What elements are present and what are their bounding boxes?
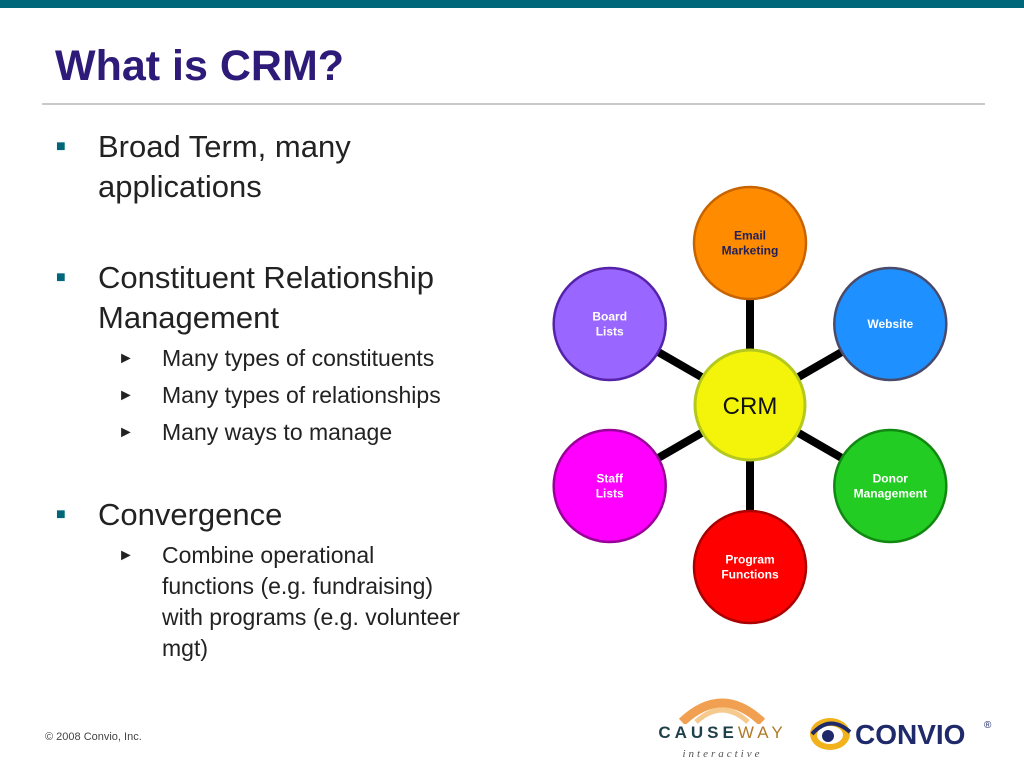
node-circle (552, 266, 667, 382)
crm-center-node: CRM (693, 348, 807, 462)
bullet-text-line: applications (98, 169, 262, 204)
slide-title: What is CRM? (55, 42, 345, 90)
sub-bullet-item: ► Many types of constituents (118, 343, 435, 374)
node-circle (552, 428, 667, 544)
convio-wordmark: CONVIO (855, 719, 965, 750)
bullet-triangle-icon: ► (118, 350, 134, 367)
node-circle (692, 185, 808, 301)
title-divider (42, 103, 985, 105)
crm-hub-diagram: EmailMarketingWebsiteDonorManagementProg… (552, 185, 948, 625)
node-label: Donor (873, 472, 909, 486)
node-label: Program (725, 553, 774, 567)
node-label: Lists (596, 487, 624, 501)
node-circle (692, 509, 808, 625)
node-label: Management (854, 487, 927, 501)
center-label: CRM (723, 393, 778, 420)
node-circle (833, 266, 948, 382)
node-label: Lists (596, 325, 624, 339)
bullet-square-icon: ■ (56, 269, 66, 286)
bullet-text-line: Convergence (98, 497, 283, 532)
convio-logo: CONVIO ® (810, 718, 992, 750)
sub-bullet-text-line: Many types of constituents (162, 345, 435, 371)
sub-bullet-item: ► Many types of relationships (118, 380, 441, 411)
sub-bullet-item: ► Many ways to manage (118, 417, 393, 448)
causeway-wordmark: CAUSEWAY (658, 723, 787, 742)
footer-copyright: © 2008 Convio, Inc. (45, 731, 142, 743)
bullet-square-icon: ■ (56, 506, 66, 523)
node-label: Board (592, 310, 627, 324)
sub-bullet-text-line: Combine operational (162, 542, 375, 568)
top-accent-bar (0, 0, 1024, 8)
bullet-item: ■ Convergence (56, 495, 283, 535)
bullet-list: ■ Broad Term, many applications ■ Constituen… (0, 0, 520, 700)
node-label: Email (734, 229, 766, 243)
node-label: Staff (596, 472, 624, 486)
node-circle (833, 428, 948, 544)
sub-bullet-text-line: functions (e.g. fundraising) (162, 573, 434, 599)
bullet-text-line: Constituent Relationship (98, 260, 435, 295)
bullet-text-line: Management (98, 300, 279, 335)
causeway-logo: CAUSEWAY interactive (650, 690, 795, 765)
node-label: Functions (721, 568, 779, 582)
sub-bullet-text-line: Many types of relationships (162, 382, 441, 408)
convio-registered-mark: ® (984, 720, 992, 731)
bullet-triangle-icon: ► (118, 387, 134, 404)
bullet-text-line: Broad Term, many (98, 129, 351, 164)
sub-bullet-text-line: Many ways to manage (162, 419, 393, 445)
bullet-square-icon: ■ (56, 138, 66, 155)
diagram-node: Website (833, 266, 948, 382)
sub-bullet-text-line: mgt) (162, 635, 208, 661)
bullet-triangle-icon: ► (118, 547, 134, 564)
node-label: Website (867, 317, 913, 331)
causeway-tagline: interactive (682, 748, 763, 760)
node-label: Marketing (722, 244, 779, 258)
bullet-item: ■ Broad Term, many applications (56, 127, 351, 207)
sub-bullet-item: ► Combine operational functions (e.g. fund… (118, 540, 460, 664)
sub-bullet-text-line: with programs (e.g. volunteer (162, 604, 460, 630)
center-circle (693, 348, 807, 462)
causeway-arch-icon (678, 698, 766, 726)
convio-eye-icon (810, 718, 852, 750)
bullet-triangle-icon: ► (118, 424, 134, 441)
